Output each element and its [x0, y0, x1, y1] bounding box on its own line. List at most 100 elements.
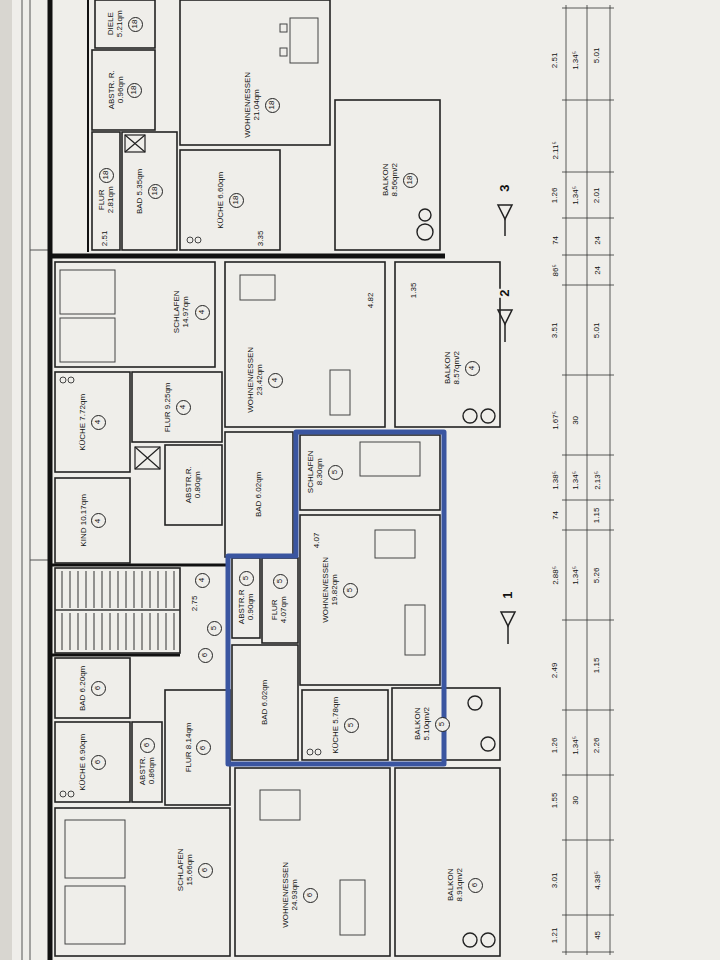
apartment-number: 18	[99, 168, 114, 183]
number-text: 18	[130, 86, 138, 95]
room-area: FLUR 4.07qm 5	[262, 558, 298, 643]
room-label: BALKON 8.57qm/2	[444, 334, 462, 402]
dimension-label: 1.21	[551, 926, 560, 944]
dimension-label: 2.51	[101, 229, 110, 247]
apartment-number: 4	[195, 573, 210, 588]
room-area: SCHLAFEN 14.97qm4	[55, 262, 215, 367]
section-marker: 2	[498, 289, 512, 298]
apartment-number: 6	[198, 863, 213, 878]
room-label: BAD 5.35qm	[136, 167, 145, 214]
room-area: BALKON 5.10qm/25	[392, 688, 500, 760]
apartment-number: 5	[435, 717, 450, 732]
apartment-number: 6	[468, 878, 483, 893]
dimension-label: 24	[594, 264, 603, 275]
dimension-label: 5.01	[593, 46, 602, 64]
room-area: KÜCHE 5.78qm 5	[302, 690, 388, 760]
dimension-label: 1.35	[410, 281, 419, 299]
dimension-label: 5.26	[593, 566, 602, 584]
room-area: ABSTR.R 0.90qm5	[232, 558, 260, 638]
dimension-label: 86⁵	[552, 263, 561, 277]
room-area: BAD 6.02qm	[225, 432, 293, 557]
number-text: 4	[271, 378, 279, 382]
number-text: 6	[471, 883, 479, 887]
dimension-label: 1.34⁵	[572, 734, 581, 755]
room-label: KÜCHE 5.78qm	[332, 695, 341, 754]
number-text: 5	[331, 470, 339, 474]
room-label: FLUR 2.81qm	[97, 185, 115, 214]
apartment-number: 5	[328, 465, 343, 480]
apartment-number: 18	[127, 83, 142, 98]
room-area: WOHNEN/ESSEN 23.42qm 4	[225, 262, 385, 427]
number-text: 5	[347, 723, 355, 727]
dimension-label: 5.01	[593, 321, 602, 339]
apartment-number: 5	[207, 621, 222, 636]
dimension-label: 3.01	[551, 871, 560, 889]
number-text: 18	[152, 187, 160, 196]
room-area: BAD 6.20qm6	[55, 658, 130, 718]
section-marker: 3	[498, 184, 512, 193]
apartment-number: 5	[273, 574, 288, 589]
room-label: WOHNEN/ESSEN 24.93qm	[282, 861, 300, 929]
dimension-label: 2.13⁵	[594, 469, 603, 490]
room-area: KIND 10.17qm4	[55, 478, 130, 563]
room-label: WOHNEN/ESSEN 23.42qm	[247, 346, 265, 414]
room-label: FLUR 4.07qm	[271, 591, 289, 627]
dimension-label: 30	[572, 414, 581, 425]
dimension-label: 3.51	[551, 321, 560, 339]
room-label: BAD 6.02qm	[255, 471, 264, 518]
room-label: ABSTR.R. 0.80qm	[185, 456, 203, 513]
room-area: KÜCHE 7.72qm4	[55, 372, 130, 472]
room-label: ABSTR. R. 0.96qm	[108, 56, 126, 124]
room-label: KÜCHE 6.60qm	[217, 170, 226, 229]
apartment-number: 6	[91, 681, 106, 696]
room-area: SCHLAFEN 15.66qm 6	[55, 808, 230, 956]
dimension-label: 1.34⁵	[572, 469, 581, 490]
number-text: 6	[306, 893, 314, 897]
dimension-label: 24	[594, 234, 603, 245]
room-area: FLUR 8.14qm6	[165, 690, 230, 805]
room-area: SCHLAFEN 8.30qm5	[300, 435, 440, 510]
room-label: BALKON 8.56qm/2	[382, 146, 400, 214]
dimension-label: 1.34⁵	[572, 184, 581, 205]
room-area: WOHNEN/ESSEN 21.04qm18	[180, 0, 330, 145]
room-area: ABSTR. 0.86qm 6	[132, 722, 162, 802]
apartment-number: 6	[140, 738, 155, 753]
room-area: WOHNEN/ESSEN 24.93qm 6	[235, 768, 390, 956]
number-text: 5	[242, 576, 250, 580]
room-label: ABSTR. 0.86qm	[138, 755, 156, 786]
number-text: 5	[210, 626, 218, 630]
apartment-number: 6	[303, 888, 318, 903]
dimension-label: 1.38⁵	[552, 469, 561, 490]
room-label: KÜCHE 6.90qm	[79, 732, 88, 791]
number-text: 18	[232, 196, 240, 205]
apartment-number: 4	[91, 513, 106, 528]
room-area: ABSTR. R. 0.96qm 18	[92, 50, 155, 130]
number-text: 18	[407, 176, 415, 185]
number-text: 4	[198, 578, 206, 582]
dimension-label: 1.55	[551, 791, 560, 809]
dimension-label: 1.15	[593, 656, 602, 674]
room-area: FLUR 9.25qm4	[132, 372, 222, 442]
number-text: 4	[94, 518, 102, 522]
dimension-label: 2.88⁵	[552, 564, 561, 585]
number-text: 5	[346, 588, 354, 592]
section-marker: 1	[501, 591, 515, 600]
number-text: 5	[438, 722, 446, 726]
room-label: SCHLAFEN 15.66qm	[177, 836, 195, 904]
room-label: FLUR 9.25qm	[164, 381, 173, 433]
number-text: 6	[201, 868, 209, 872]
dimension-label: 3.35	[257, 229, 266, 247]
room-area: BAD 5.35qm 18	[122, 132, 177, 250]
number-text: 18	[132, 20, 140, 29]
dimension-label: 1.34⁵	[572, 564, 581, 585]
apartment-number: 18	[148, 184, 163, 199]
room-label: BAD 6.20qm	[79, 664, 88, 711]
room-area: BAD 6.02qm	[232, 645, 298, 760]
apartment-number: 4	[91, 415, 106, 430]
dimension-label: 1.26	[551, 186, 560, 204]
number-text: 4	[94, 420, 102, 424]
apartment-number: 18	[128, 17, 143, 32]
dimension-label: 2.26	[593, 736, 602, 754]
room-label: WOHNEN/ESSEN 21.04qm	[244, 71, 262, 139]
